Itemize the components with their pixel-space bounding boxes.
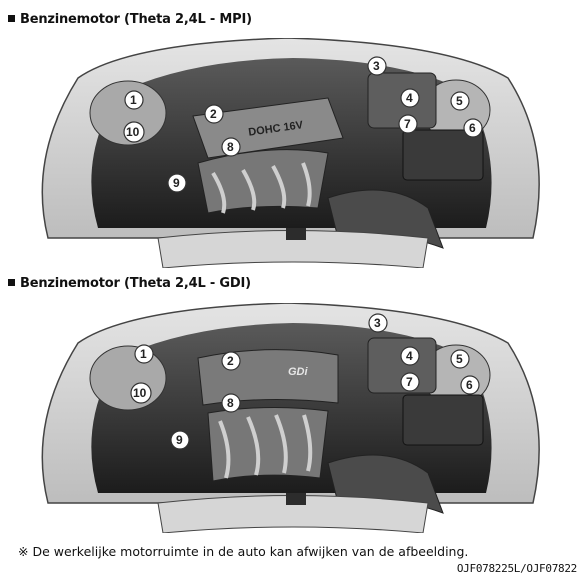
svg-text:2: 2: [227, 354, 234, 368]
svg-text:9: 9: [176, 433, 183, 447]
callout-6: 6: [463, 118, 483, 138]
callout-7: 7: [400, 372, 420, 392]
svg-text:5: 5: [456, 352, 463, 366]
svg-text:1: 1: [140, 347, 147, 361]
callout-2: 2: [221, 351, 241, 371]
callout-10: 10: [123, 121, 145, 143]
engine-illustration-gdi: GDi 1 2 3 4 5 6 7 8 9 10: [8, 303, 574, 533]
callout-9: 9: [170, 430, 190, 450]
callout-2: 2: [204, 104, 224, 124]
svg-text:2: 2: [210, 107, 217, 121]
callout-4: 4: [400, 88, 420, 108]
callout-3: 3: [367, 56, 387, 76]
svg-text:6: 6: [466, 378, 473, 392]
callout-1: 1: [124, 90, 144, 110]
callout-4: 4: [400, 346, 420, 366]
section-title-gdi: Benzinemotor (Theta 2,4L - GDI): [20, 276, 251, 291]
svg-text:6: 6: [469, 121, 476, 135]
svg-text:7: 7: [406, 375, 413, 389]
section-heading-mpi: Benzinemotor (Theta 2,4L - MPI): [8, 12, 252, 27]
callout-8: 8: [221, 137, 241, 157]
engine-bay-drawing-mpi: DOHC 16V 1 2 3 4 5 6 7 8 9 10: [41, 38, 540, 268]
svg-text:8: 8: [227, 140, 234, 154]
figure-code: OJF078225L/OJF07822: [456, 562, 577, 575]
callout-3: 3: [368, 313, 388, 333]
callout-10: 10: [130, 382, 152, 404]
bullet-square-icon: [8, 15, 15, 22]
svg-text:8: 8: [227, 396, 234, 410]
engine-illustration-mpi: DOHC 16V 1 2 3 4 5 6 7 8 9 10: [8, 38, 574, 268]
footnote: ※ De werkelijke motorruimte in de auto k…: [18, 544, 469, 559]
svg-text:10: 10: [126, 125, 140, 139]
section-heading-gdi: Benzinemotor (Theta 2,4L - GDI): [8, 276, 251, 291]
engine-bay-drawing-gdi: GDi 1 2 3 4 5 6 7 8 9 10: [41, 303, 540, 533]
svg-text:5: 5: [456, 94, 463, 108]
callout-5: 5: [450, 91, 470, 111]
svg-text:1: 1: [130, 93, 137, 107]
engine-cover-label-gdi: GDi: [288, 366, 309, 378]
callout-6: 6: [460, 375, 480, 395]
callout-7: 7: [398, 114, 418, 134]
bullet-square-icon: [8, 279, 15, 286]
svg-text:4: 4: [406, 349, 413, 363]
svg-text:3: 3: [374, 316, 381, 330]
callout-5: 5: [450, 349, 470, 369]
callout-1: 1: [134, 344, 154, 364]
svg-text:4: 4: [406, 91, 413, 105]
svg-text:3: 3: [373, 59, 380, 73]
svg-text:10: 10: [133, 386, 147, 400]
section-title-mpi: Benzinemotor (Theta 2,4L - MPI): [20, 12, 252, 27]
callout-8: 8: [221, 393, 241, 413]
svg-text:7: 7: [404, 117, 411, 131]
callout-9: 9: [167, 173, 187, 193]
svg-text:9: 9: [173, 176, 180, 190]
